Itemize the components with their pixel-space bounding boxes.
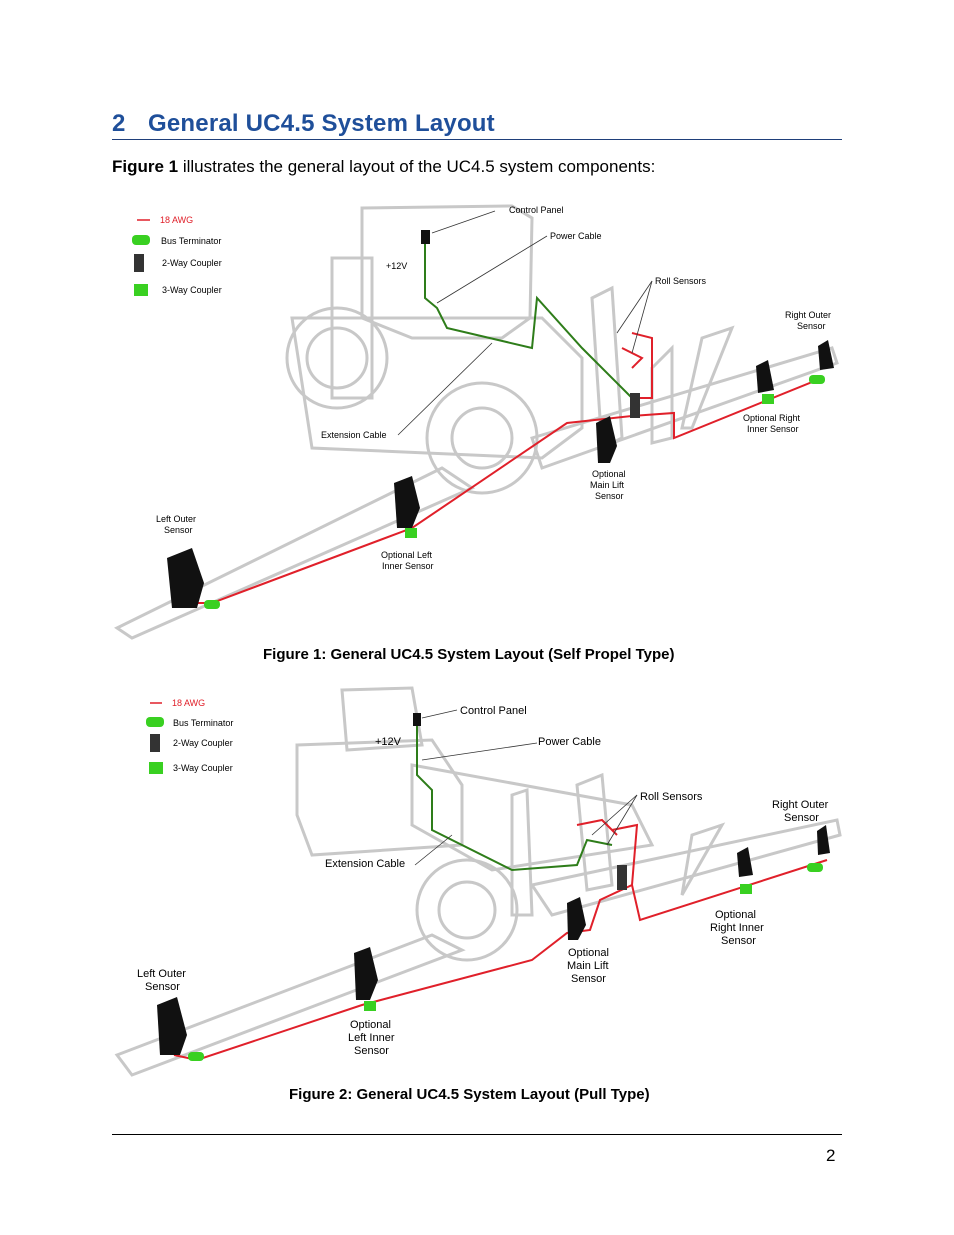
section-title-text: General UC4.5 System Layout (148, 110, 495, 137)
two-way-coupler-icon (150, 734, 160, 752)
section-number: 2 (112, 110, 126, 137)
label-extension-cable: Extension Cable (325, 858, 405, 870)
label-right-outer-2: Sensor (797, 321, 826, 331)
label-opt-left-2: Left Inner (348, 1032, 395, 1044)
label-opt-main-1: Optional (592, 469, 626, 479)
legend-three-way-label: 3-Way Coupler (173, 763, 233, 773)
sensor-devices (167, 230, 834, 609)
label-right-outer-1: Right Outer (785, 310, 831, 320)
right-coupler-icon (762, 394, 774, 404)
left-terminator-icon (188, 1052, 204, 1061)
section-title: 2 General UC4.5 System Layout (112, 110, 495, 138)
label-power-cable: Power Cable (538, 736, 601, 748)
roll-coupler-icon (617, 865, 627, 890)
label-left-outer-2: Sensor (145, 981, 180, 993)
intro-text: illustrates the general layout of the UC… (178, 157, 656, 176)
label-opt-right-2: Right Inner (710, 922, 764, 934)
two-way-coupler-icon (134, 254, 144, 272)
label-right-outer-1: Right Outer (772, 799, 829, 811)
right-inner-sensor-icon (737, 847, 753, 877)
right-outer-sensor-icon (817, 825, 830, 855)
label-opt-main-2: Main Lift (567, 960, 609, 972)
label-roll-sensors: Roll Sensors (640, 791, 703, 803)
legend: 18 AWG Bus Terminator 2-Way Coupler 3-Wa… (132, 215, 222, 296)
intro-paragraph: Figure 1 illustrates the general layout … (112, 157, 655, 177)
label-opt-main-1: Optional (568, 947, 609, 959)
main-lift-sensor-icon (596, 416, 617, 463)
footer-divider (112, 1134, 842, 1135)
label-opt-right-2: Inner Sensor (747, 424, 799, 434)
legend-two-way-label: 2-Way Coupler (162, 258, 222, 268)
label-left-outer-1: Left Outer (156, 514, 196, 524)
right-inner-sensor-icon (756, 360, 774, 393)
label-opt-main-3: Sensor (571, 973, 606, 985)
label-left-outer-2: Sensor (164, 525, 193, 535)
left-outer-sensor-icon (167, 548, 204, 608)
label-plus12v: +12V (375, 736, 402, 748)
sensor-devices (157, 713, 830, 1061)
three-way-coupler-icon (134, 284, 148, 296)
label-control-panel: Control Panel (460, 705, 527, 717)
label-opt-main-3: Sensor (595, 491, 624, 501)
right-outer-sensor-icon (818, 340, 834, 370)
left-inner-sensor-icon (354, 947, 378, 1000)
left-coupler-icon (364, 1001, 376, 1011)
label-right-outer-2: Sensor (784, 812, 819, 824)
legend-three-way-label: 3-Way Coupler (162, 285, 222, 295)
figure-2-diagram: 18 AWG Bus Terminator 2-Way Coupler 3-Wa… (114, 686, 842, 1077)
label-opt-left-3: Sensor (354, 1045, 389, 1057)
label-plus12v: +12V (386, 261, 407, 271)
legend: 18 AWG Bus Terminator 2-Way Coupler 3-Wa… (146, 698, 233, 774)
legend-two-way-label: 2-Way Coupler (173, 738, 233, 748)
roll-coupler-icon (630, 393, 640, 418)
machine-outline (114, 686, 842, 1077)
right-coupler-icon (740, 884, 752, 894)
label-control-panel: Control Panel (509, 205, 564, 215)
figure-1-diagram: 18 AWG Bus Terminator 2-Way Coupler 3-Wa… (114, 204, 839, 640)
left-terminator-icon (204, 600, 220, 609)
left-outer-sensor-icon (157, 997, 187, 1055)
control-panel-icon (421, 230, 430, 244)
main-lift-sensor-icon (567, 897, 586, 940)
label-opt-right-3: Sensor (721, 935, 756, 947)
figure-reference: Figure 1 (112, 157, 179, 176)
label-extension-cable: Extension Cable (321, 430, 387, 440)
label-opt-left-2: Inner Sensor (382, 561, 434, 571)
diagram-labels: Control Panel +12V Power Cable Roll Sens… (137, 705, 829, 1057)
diagram-labels: Control Panel Power Cable +12V Roll Sens… (156, 205, 831, 571)
figure-1-caption: Figure 1: General UC4.5 System Layout (S… (263, 646, 675, 663)
leader-lines (397, 210, 653, 436)
legend-awg-label: 18 AWG (160, 215, 193, 225)
page-number: 2 (826, 1146, 836, 1165)
label-roll-sensors: Roll Sensors (655, 276, 707, 286)
label-left-outer-1: Left Outer (137, 968, 186, 980)
bus-terminator-icon (146, 717, 164, 727)
left-coupler-icon (405, 528, 417, 538)
section-heading: 2 General UC4.5 System Layout (112, 110, 842, 140)
control-panel-icon (413, 713, 421, 726)
three-way-coupler-icon (149, 762, 163, 774)
cable-network (173, 725, 828, 1062)
label-opt-right-1: Optional (715, 909, 756, 921)
label-opt-right-1: Optional Right (743, 413, 801, 423)
machine-outline (114, 204, 839, 640)
leader-lines (414, 709, 638, 866)
bus-terminator-icon (132, 235, 150, 245)
right-terminator-icon (809, 375, 825, 384)
label-opt-left-1: Optional Left (381, 550, 433, 560)
left-inner-sensor-icon (394, 476, 420, 528)
label-opt-left-1: Optional (350, 1019, 391, 1031)
legend-awg-label: 18 AWG (172, 698, 205, 708)
label-power-cable: Power Cable (550, 231, 602, 241)
figure-2-caption: Figure 2: General UC4.5 System Layout (P… (289, 1086, 650, 1103)
right-terminator-icon (807, 863, 823, 872)
legend-terminator-label: Bus Terminator (173, 718, 233, 728)
label-opt-main-2: Main Lift (590, 480, 625, 490)
legend-terminator-label: Bus Terminator (161, 236, 221, 246)
